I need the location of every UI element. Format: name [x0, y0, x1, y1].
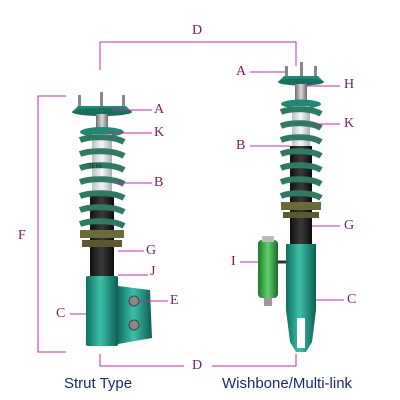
- strut-camber-bolt: [128, 295, 140, 307]
- label-wishbone-a: A: [236, 64, 247, 79]
- label-strut-k: K: [154, 125, 165, 140]
- label-wishbone-g: G: [344, 218, 355, 233]
- label-d-bottom: D: [192, 358, 203, 373]
- wishbone-lower-spring-seat: [281, 202, 321, 210]
- tein-logo: TEIN: [88, 164, 102, 170]
- wishbone-lower-case: [286, 244, 316, 310]
- label-strut-a: A: [154, 102, 165, 117]
- strut-lower-spring-seat: [80, 230, 124, 238]
- wishbone-mount-stud: [300, 62, 303, 76]
- caption-wishbone-multilink: Wishbone/Multi-link: [222, 375, 353, 392]
- wishbone-fork-gap: [297, 318, 305, 348]
- strut-mount-stud: [78, 95, 81, 107]
- wishbone-top-mount-plate-rim: [278, 78, 324, 86]
- wishbone-pillow-ball: [295, 84, 307, 100]
- leader-d-top: [99, 41, 297, 70]
- label-d-top: D: [192, 23, 203, 38]
- wishbone-reservoir-tank: [258, 240, 278, 298]
- wishbone-lock-ring: [283, 212, 319, 218]
- strut-upper-spring-seat: [80, 127, 124, 137]
- strut-lock-ring: [82, 240, 122, 247]
- leader-d-bottom-right: [212, 354, 297, 367]
- wishbone-reservoir-cap: [262, 236, 274, 242]
- strut-mount-stud: [122, 95, 125, 107]
- label-strut-c: C: [56, 306, 66, 321]
- leader-d-bottom-left: [99, 354, 184, 367]
- label-wishbone-k: K: [344, 116, 355, 131]
- strut-lower-case: [86, 276, 118, 346]
- caption-strut-type: Strut Type: [64, 375, 133, 392]
- wishbone-mount-stud: [285, 66, 288, 78]
- wishbone-spring: [279, 106, 323, 201]
- wishbone-reservoir-fitting: [264, 298, 272, 306]
- label-wishbone-h: H: [344, 77, 355, 92]
- label-strut-j: J: [150, 264, 156, 279]
- wishbone-coilover: [258, 62, 324, 352]
- label-f: F: [18, 228, 26, 243]
- strut-pillow-ball: [96, 114, 108, 128]
- leader-f: [37, 95, 66, 353]
- strut-bracket-bolt: [128, 319, 140, 331]
- wishbone-upper-spring-seat: [281, 99, 321, 109]
- label-strut-e: E: [170, 293, 179, 308]
- wishbone-mount-stud: [314, 66, 317, 78]
- leader-lines: [37, 41, 344, 367]
- label-strut-g: G: [146, 243, 157, 258]
- label-wishbone-b: B: [236, 138, 246, 153]
- label-strut-b: B: [154, 175, 164, 190]
- strut-coilover: TEIN: [72, 92, 152, 346]
- strut-knuckle-bracket: [118, 286, 152, 344]
- strut-mount-stud: [100, 92, 103, 106]
- label-wishbone-c: C: [347, 292, 357, 307]
- label-wishbone-i: I: [231, 254, 236, 269]
